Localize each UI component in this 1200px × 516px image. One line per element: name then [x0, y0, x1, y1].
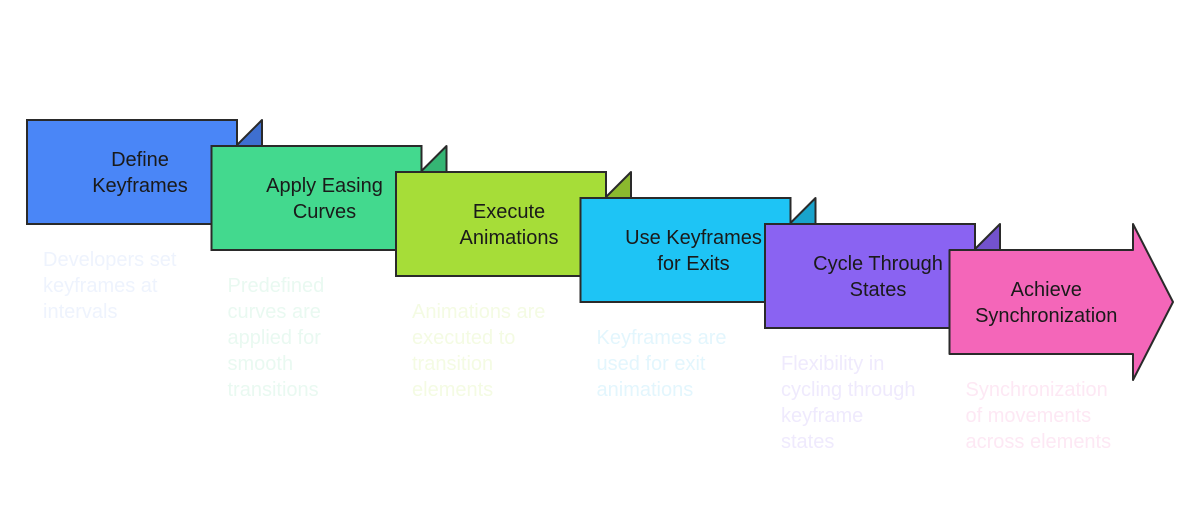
step-title-line: Synchronization [975, 305, 1117, 327]
step-description-line: keyframe [781, 405, 863, 427]
step-description-line: curves are [228, 301, 321, 323]
step-title-line: Animations [460, 227, 559, 249]
step-title-line: Execute [473, 201, 545, 223]
step-description: Flexibility in cycling through keyframe sta… [781, 353, 916, 453]
step-description-line: executed to [412, 327, 515, 349]
step-description-line: Animations are [412, 301, 545, 323]
step-title-line: Define [111, 149, 169, 171]
step-description: Synchronization of movements across elemen… [966, 379, 1112, 453]
step-description: Animations are executed to transition eleme… [412, 301, 545, 401]
step-description-line: transitions [228, 379, 319, 401]
step-description: Predefined curves are applied for smooth tra… [228, 275, 325, 401]
step-title-line: States [850, 279, 907, 301]
step-description-line: used for exit [597, 353, 706, 375]
step-description-line: smooth [228, 353, 294, 375]
step-title-line: Cycle Through [813, 253, 943, 275]
step-description-line: intervals [43, 301, 117, 323]
step-description: Developers set keyframes at intervals [43, 249, 177, 323]
step-banner [579, 197, 792, 303]
step-description-line: Synchronization [966, 379, 1108, 401]
step-description-line: Developers set [43, 249, 177, 271]
step-description-line: of movements [966, 405, 1092, 427]
step-description-line: keyframes at [43, 275, 158, 297]
step-title-line: for Exits [657, 253, 729, 275]
step-description-line: states [781, 431, 834, 453]
step-banner [395, 171, 607, 277]
step-description-line: Flexibility in [781, 353, 884, 375]
step-title-line: Keyframes [92, 175, 188, 197]
step-banner [764, 223, 976, 329]
step-description-line: elements [412, 379, 493, 401]
step-description-line: applied for [228, 327, 322, 349]
step-title-line: Apply Easing [266, 175, 383, 197]
step-description-line: animations [597, 379, 694, 401]
step-description-line: transition [412, 353, 493, 375]
step-title-line: Achieve [1011, 279, 1082, 301]
step-description-line: Predefined [228, 275, 325, 297]
step-banner [210, 145, 423, 251]
step-description: Keyframes are used for exit animations [597, 327, 727, 401]
step-title-line: Use Keyframes [625, 227, 762, 249]
step-banner [26, 119, 238, 225]
step-title-line: Curves [293, 201, 356, 223]
step-description-line: across elements [966, 431, 1112, 453]
step-description-line: Keyframes are [597, 327, 727, 349]
step-title: Use Keyframes for Exits [625, 227, 762, 275]
step-arrow [948, 223, 1174, 381]
step-description-line: cycling through [781, 379, 916, 401]
